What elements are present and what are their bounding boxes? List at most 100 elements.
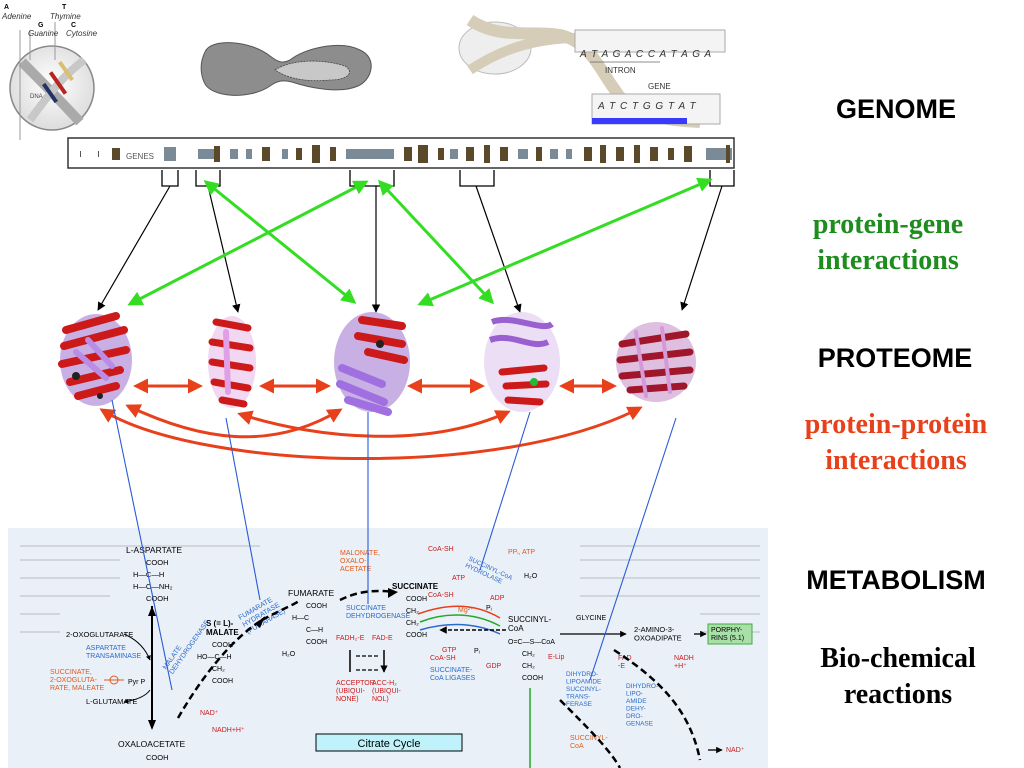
gene-block <box>230 149 238 159</box>
dna-gene-sequence: A T A G A C C A T A G A INTRON GENE A T … <box>458 14 726 128</box>
base-c-letter: C <box>71 22 76 29</box>
dna-inset: A Adenine T Thymine G Guanine C Cytosine… <box>1 4 98 140</box>
water-label: H₂O <box>282 651 296 658</box>
thioester-label: O=C—S—CoA <box>508 639 555 646</box>
pyr-p-label: Pyr P <box>128 679 145 686</box>
succinate-ch2-1: CH₂ <box>406 608 419 615</box>
succinate-label: SUCCINATE <box>392 582 439 591</box>
malate-hoch: HO—C—H <box>197 654 232 661</box>
protein-protein-arrows <box>99 378 643 460</box>
succinyl-coa-lower-label: SUCCINYL-CoA <box>570 735 608 750</box>
porphyrins-label: PORPHY-RINS (5.1) <box>711 627 744 642</box>
phosphate-label-2: Pᵢ <box>474 648 480 655</box>
protein-to-reaction-links <box>111 399 677 691</box>
gene-block <box>706 148 732 160</box>
gdp-label: GDP <box>486 663 502 670</box>
succinyl-ch2-2: CH₂ <box>522 663 535 670</box>
fad-label: FAD-E <box>372 635 393 642</box>
protein-structure-4 <box>484 312 560 412</box>
protein-structure-2 <box>208 316 256 408</box>
base-cytosine-label: Cytosine <box>66 29 98 38</box>
genome-heading: GENOME <box>835 94 956 124</box>
malonate-label: MALONATE,OXALO-ACETATE <box>340 550 380 573</box>
gene-block <box>282 149 288 159</box>
gene-brackets <box>161 170 735 187</box>
gene-block <box>312 145 320 163</box>
oxaloacetate-label: OXALOACETATE <box>118 739 186 749</box>
protein-structure-3 <box>334 312 410 416</box>
gene-block <box>438 148 444 160</box>
biochemical-reactions-label: Bio-chemical reactions <box>820 643 976 710</box>
gene-block <box>198 149 214 159</box>
metabolism-heading: METABOLISM <box>806 565 986 595</box>
base-a-letter: A <box>4 4 9 11</box>
adp-label: ADP <box>490 595 505 602</box>
succinate-coa-ligases-label: SUCCINATE-CoA LIGASES <box>430 667 475 682</box>
l-glutamate-label: L-GLUTAMATE <box>86 697 137 706</box>
chromosome-icon <box>200 42 372 96</box>
gene-block <box>112 148 120 160</box>
aspartate-cooh-top: COOH <box>146 558 169 567</box>
amino-oxoadipate-label: 2-AMINO-3-OXOADIPATE <box>634 625 682 643</box>
magnesium-label: Mg²⁺ <box>458 607 474 614</box>
gene-block <box>500 147 508 161</box>
gene-block <box>584 147 592 161</box>
gene-block <box>466 147 474 161</box>
succinyl-coa-label: SUCCINYL-CoA <box>508 615 551 633</box>
fumarate-h-c: H—C <box>292 615 309 622</box>
gene-block <box>214 146 220 162</box>
aspartate-chnh2: H—C—NH₂ <box>133 582 173 591</box>
gene-block <box>418 145 428 163</box>
sequence-lower: A T C T G G T A T <box>597 101 697 112</box>
fumarate-label: FUMARATE <box>288 588 334 598</box>
gene-block <box>330 147 336 161</box>
gene-block <box>164 147 176 161</box>
succinate-cooh-1: COOH <box>406 596 427 603</box>
gene-block <box>536 147 542 161</box>
malate-ch2: CH₂ <box>212 666 225 673</box>
gene-block <box>404 147 412 161</box>
nad-out-label: NAD⁺ <box>726 747 745 754</box>
fadh2-label: FADH₂-E <box>336 635 365 642</box>
nad-plus-label: NAD⁺ <box>200 710 219 717</box>
sequence-upper: A T A G A C C A T A G A <box>579 49 712 60</box>
fumarate-c-h: C—H <box>306 627 323 634</box>
fumarate-cooh: COOH <box>306 603 327 610</box>
nadh-right-label: NADH+H⁺ <box>674 655 694 670</box>
glycine-label: GLYCINE <box>576 615 607 622</box>
dna-label: DNA <box>30 94 43 100</box>
gene-block <box>246 149 252 159</box>
chromosome-gene-bar: GENES <box>67 137 735 169</box>
gene-block <box>262 147 270 161</box>
protein-gene-arrows <box>127 177 713 307</box>
protein-structure-1 <box>58 312 132 406</box>
succinyl-ch2-1: CH₂ <box>522 651 535 658</box>
gene-block <box>634 145 640 163</box>
gene-block <box>650 147 658 161</box>
gene-block <box>98 151 99 157</box>
phosphate-label-1: Pᵢ <box>486 605 492 612</box>
gene-block <box>450 149 458 159</box>
base-g-letter: G <box>38 22 44 29</box>
citrate-cycle-label: Citrate Cycle <box>358 738 421 750</box>
pp-atp-label: PPᵢ, ATP <box>508 549 535 556</box>
gene-block <box>566 149 572 159</box>
hydrolase-water-label: H₂O <box>524 573 538 580</box>
gene-block <box>80 151 81 157</box>
base-guanine-label: Guanine <box>28 29 59 38</box>
metabolic-map: L-ASPARTATE COOH H—C—H H—C—NH₂ COOH 2-OX… <box>8 528 768 768</box>
proteome-heading: PROTEOME <box>817 343 973 373</box>
citrate-cycle-box <box>315 733 463 752</box>
l-aspartate-label: L-ASPARTATE <box>126 545 182 555</box>
cycle-arcs <box>176 589 702 768</box>
inhibitor-succinate-label: SUCCINATE,2-OXOGLUTA-RATE, MALEATE <box>50 669 105 692</box>
succinate-ch2-2: CH₂ <box>406 620 419 627</box>
acceptor-label: ACCEPTOR(UBIQUI-NONE) <box>336 680 375 703</box>
protein-gene-interactions-label: protein-gene interactions <box>812 209 964 276</box>
base-t-letter: T <box>62 4 67 11</box>
lipoamide-label: E-Lip <box>548 654 564 661</box>
